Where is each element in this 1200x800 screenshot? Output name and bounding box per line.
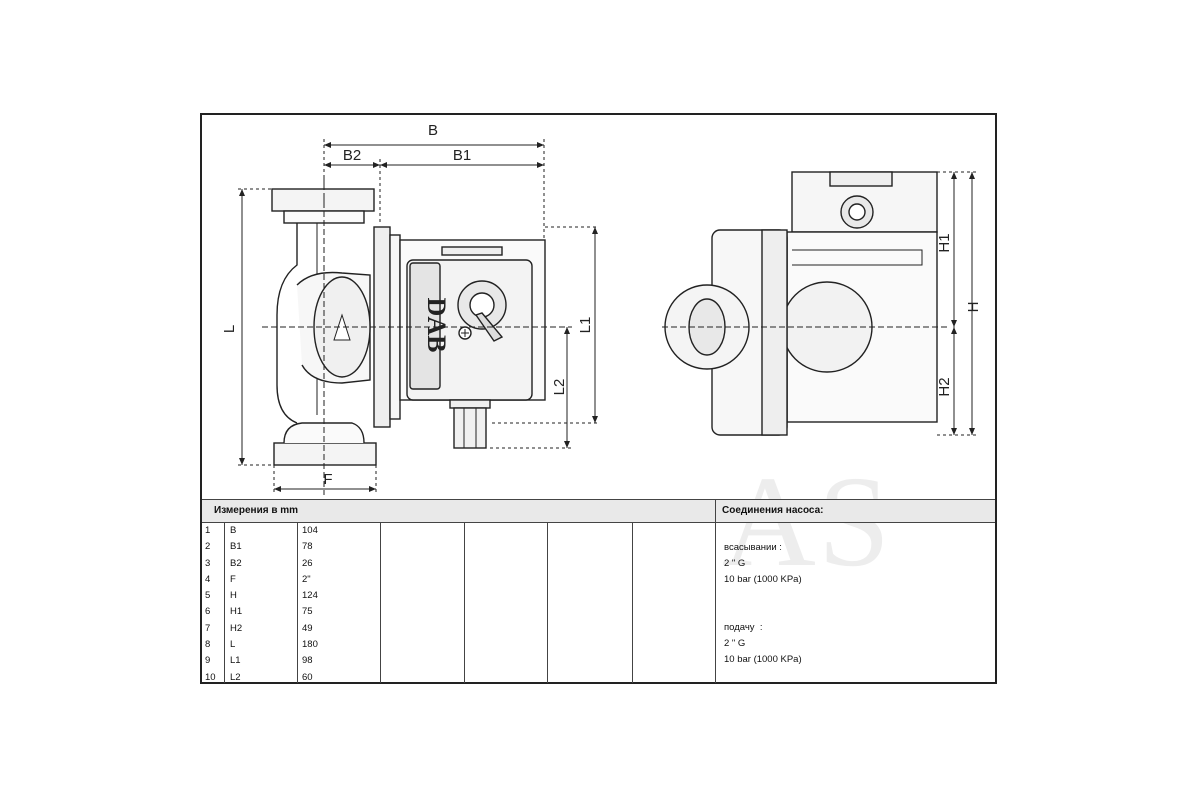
- suction-thread: 2 " G: [724, 558, 746, 569]
- dim-label-b2: B2: [343, 147, 361, 164]
- side-dimensions: [937, 171, 977, 436]
- table-header-bar: Измерения в mm Соединения насоса:: [202, 500, 995, 523]
- dimensions-header: Измерения в mm: [214, 505, 299, 516]
- drawing-sheet: DAB: [200, 113, 997, 684]
- connections-header: Соединения насоса:: [722, 505, 824, 516]
- side-dimension-labels: H1 H H2: [936, 233, 982, 396]
- suction-pressure: 10 bar (1000 KPa): [724, 574, 802, 585]
- front-view: DAB: [271, 188, 546, 466]
- column-divider: [547, 522, 548, 683]
- dim-label-l: L: [221, 325, 238, 333]
- dim-label-l2: L2: [551, 379, 568, 396]
- discharge-pressure: 10 bar (1000 KPa): [724, 654, 802, 665]
- connections-info: всасывании : 2 " G 10 bar (1000 KPa) под…: [724, 540, 802, 668]
- suction-label: всасывании :: [724, 542, 782, 553]
- discharge-label: подачу :: [724, 622, 763, 633]
- dim-label-h1: H1: [936, 233, 953, 252]
- dim-label-h: H: [965, 302, 982, 313]
- column-divider: [632, 522, 633, 683]
- dim-label-h2: H2: [936, 377, 953, 396]
- front-dimension-labels: B B2 B1 L L1 L2 F: [221, 122, 594, 488]
- column-divider: [464, 522, 465, 683]
- front-dimensions: [238, 139, 599, 495]
- pump-drawing: DAB: [221, 122, 982, 495]
- brand-logo: DAB: [422, 298, 451, 353]
- dim-label-l1: L1: [577, 317, 594, 334]
- discharge-thread: 2 " G: [724, 638, 746, 649]
- column-divider: [297, 522, 298, 683]
- column-divider: [224, 522, 225, 683]
- column-divider: [715, 500, 716, 683]
- dim-label-b: B: [428, 122, 438, 139]
- dim-label-f: F: [323, 471, 332, 488]
- column-divider: [380, 522, 381, 683]
- side-view: [662, 171, 947, 436]
- dim-label-b1: B1: [453, 147, 471, 164]
